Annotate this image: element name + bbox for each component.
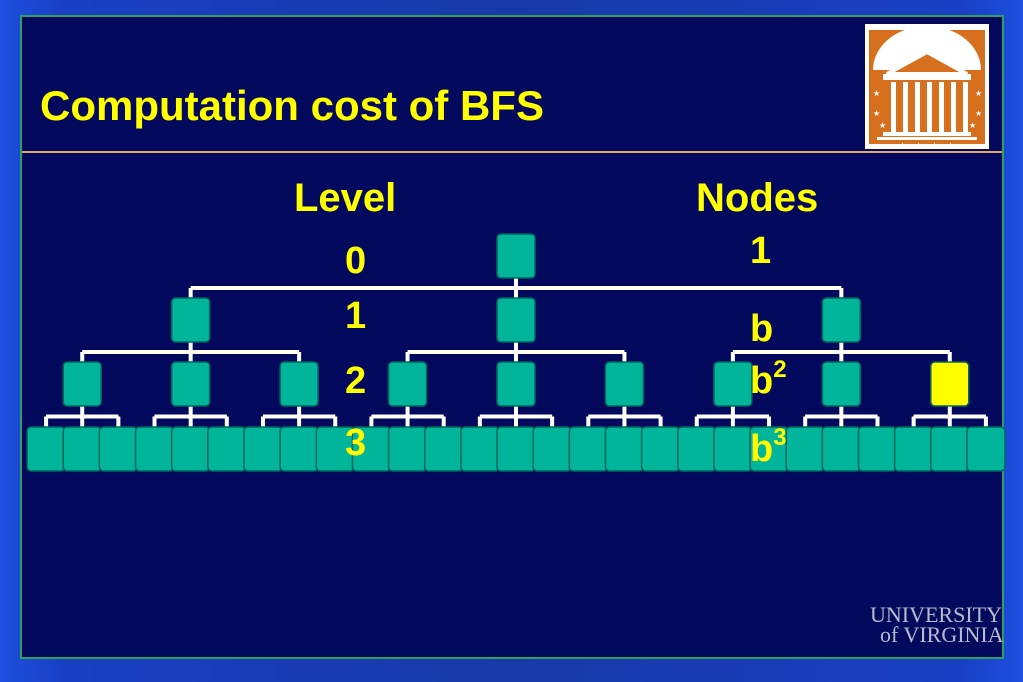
tree-node <box>423 426 464 472</box>
svg-text:★: ★ <box>915 141 922 149</box>
tree-node <box>966 426 1006 472</box>
node-count-2: b2 <box>750 356 787 403</box>
tree-node <box>821 426 862 472</box>
tree-node <box>496 361 536 407</box>
svg-text:★: ★ <box>969 121 976 130</box>
tree-node <box>387 426 428 472</box>
rotunda-logo-icon: ★ ★ ★ ★ ★ ★ ★ ★ ★ ★ <box>865 24 989 150</box>
tree-node <box>170 426 211 472</box>
tree-node <box>930 426 970 472</box>
tree-node <box>640 426 681 472</box>
tree-node <box>713 361 753 407</box>
tree-node <box>98 426 139 472</box>
node-count-3-exponent: 3 <box>773 424 787 451</box>
level-label-2: 2 <box>345 360 367 402</box>
nodes-header: Nodes <box>696 176 819 220</box>
node-count-2-base: b <box>750 360 774 402</box>
svg-text:★: ★ <box>975 89 982 98</box>
tree-node <box>713 426 753 472</box>
tree-node <box>785 426 825 472</box>
tree-node <box>62 361 102 407</box>
level-label-3: 3 <box>345 422 367 464</box>
tree-node <box>496 233 536 279</box>
highlighted-tree-node <box>930 361 970 407</box>
tree-node <box>821 361 862 407</box>
tree-node <box>243 426 283 472</box>
node-count-2-exponent: 2 <box>773 356 787 383</box>
title-divider <box>22 151 1002 153</box>
tree-node <box>387 361 428 407</box>
wordmark-line-2: of VIRGINIA <box>880 622 1004 647</box>
tree-node <box>568 426 609 472</box>
tree-node <box>26 426 66 472</box>
level-label-0: 0 <box>345 240 367 282</box>
svg-text:★: ★ <box>899 141 906 149</box>
tree-node <box>857 426 898 472</box>
tree-node <box>893 426 934 472</box>
node-count-3-base: b <box>750 428 774 470</box>
tree-node <box>134 426 175 472</box>
tree-node <box>496 297 536 343</box>
tree-node <box>496 426 536 472</box>
node-count-3: b3 <box>750 424 787 471</box>
node-count-0-base: 1 <box>750 230 772 272</box>
tree-node <box>460 426 500 472</box>
svg-text:★: ★ <box>947 141 954 149</box>
level-header: Level <box>294 176 397 220</box>
svg-text:★: ★ <box>873 109 880 118</box>
node-count-1: b <box>750 308 773 351</box>
svg-text:★: ★ <box>931 141 938 149</box>
tree-node <box>821 297 862 343</box>
level-label-1: 1 <box>345 295 367 337</box>
tree-node <box>207 426 247 472</box>
wordmark-line-1: UNIVERSITY <box>870 602 1002 627</box>
tree-node <box>604 426 645 472</box>
tree-node <box>279 361 319 407</box>
tree-node <box>62 426 102 472</box>
svg-text:★: ★ <box>873 89 880 98</box>
tree-node <box>170 297 211 343</box>
university-wordmark-icon: UNIVERSITY of VIRGINIA <box>870 602 1004 647</box>
tree-node <box>604 361 645 407</box>
tree-node <box>676 426 717 472</box>
tree-node <box>170 361 211 407</box>
node-count-1-base: b <box>750 308 774 350</box>
svg-text:★: ★ <box>879 121 886 130</box>
node-count-0: 1 <box>750 230 771 273</box>
tree-node <box>532 426 572 472</box>
svg-text:★: ★ <box>975 109 982 118</box>
tree-node <box>279 426 319 472</box>
slide-title: Computation cost of BFS <box>40 82 544 129</box>
